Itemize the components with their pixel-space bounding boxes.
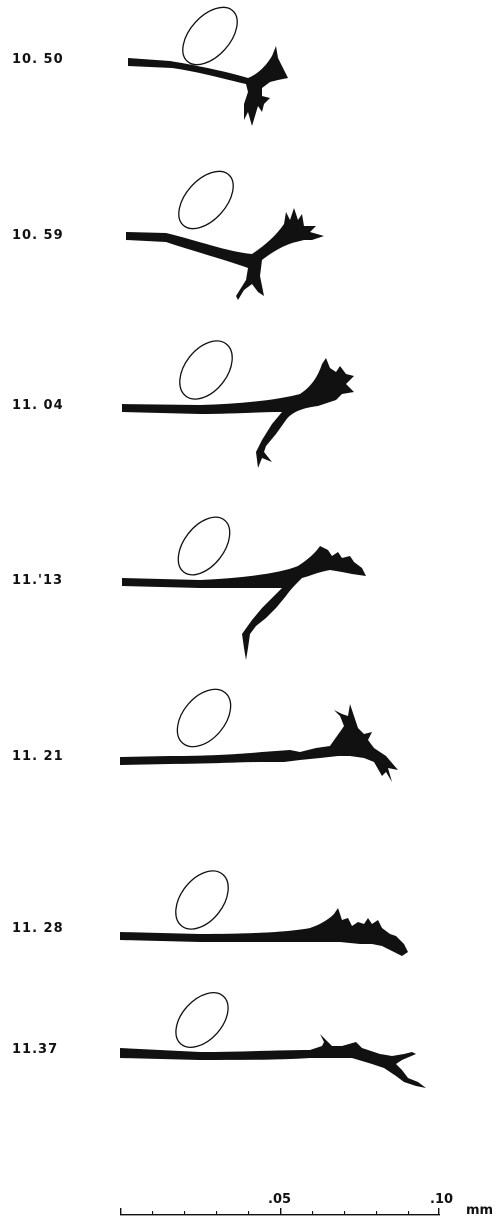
neuron-tracing-3	[122, 331, 354, 468]
neuron-tracing-4	[122, 508, 366, 660]
scale-unit-label: mm	[466, 1203, 493, 1218]
scale-tick-label-05: .05	[268, 1192, 291, 1207]
scale-tick-label-10: .10	[430, 1192, 453, 1207]
neuron-tracing-1	[128, 0, 288, 126]
scale-bar	[120, 1208, 440, 1215]
neuron-tracing-5	[120, 679, 398, 782]
neuron-tracing-6	[120, 861, 408, 956]
neuron-tracing-2	[126, 161, 324, 300]
neuron-tracing-7	[120, 983, 426, 1088]
